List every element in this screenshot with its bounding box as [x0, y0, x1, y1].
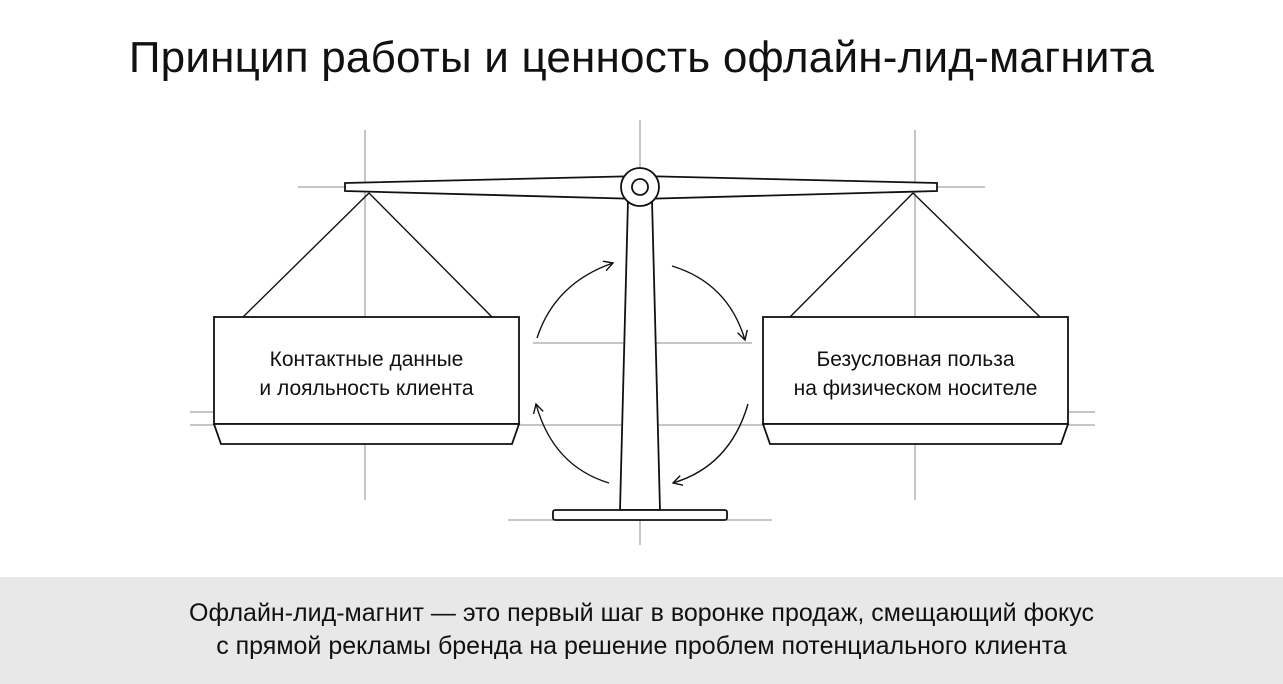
footer-caption: Офлайн-лид-магнит — это первый шаг в вор… — [0, 597, 1283, 663]
scale-column — [619, 199, 661, 511]
right-pan-label-line1: Безусловная польза — [816, 348, 1015, 371]
footer-caption-line1: Офлайн-лид-магнит — это первый шаг в вор… — [189, 599, 1094, 627]
arrow-top-right — [671, 265, 748, 342]
left-pan-label-line2: и лояльность клиента — [259, 377, 474, 400]
arrow-top-left — [536, 260, 615, 339]
pan-strings — [242, 192, 1041, 318]
right-pan-label-line2: на физическом носителе — [793, 377, 1038, 400]
page-title: Принцип работы и ценность офлайн-лид-маг… — [128, 33, 1155, 82]
footer-caption-band: Офлайн-лид-магнит — это первый шаг в вор… — [0, 577, 1283, 684]
right-pan-label: Безусловная польза на физическом носител… — [763, 345, 1068, 403]
left-pan — [212, 316, 521, 445]
right-pan — [761, 316, 1070, 445]
scale-pivot — [620, 167, 660, 207]
arrow-bottom-left — [532, 402, 610, 484]
cycle-arrows — [532, 260, 749, 486]
left-pan-label-line1: Контактные данные — [269, 348, 464, 371]
scale-base — [552, 509, 728, 521]
footer-caption-line2: с прямой рекламы бренда на решение пробл… — [216, 632, 1067, 660]
left-pan-label: Контактные данные и лояльность клиента — [214, 345, 519, 403]
arrow-bottom-right — [671, 403, 749, 486]
balance-scale-diagram — [190, 120, 1095, 545]
